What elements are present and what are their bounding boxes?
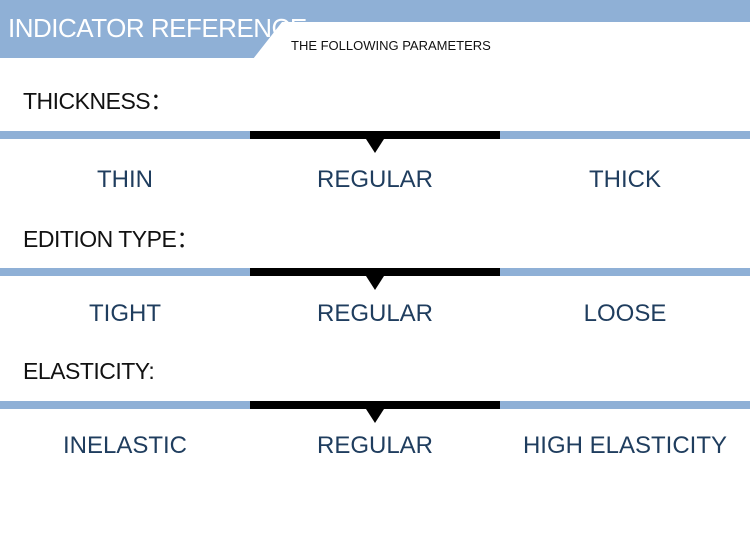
edition-type-bar-segment-selected	[250, 268, 500, 276]
elasticity-bar-segment-selected	[250, 401, 500, 409]
elasticity-indicator-bar	[0, 401, 750, 423]
thickness-label: THICKNESS：	[23, 88, 173, 114]
thickness-bar-segment-right	[500, 131, 750, 139]
thickness-option-regular: REGULAR	[316, 166, 434, 193]
thickness-bar-segment-left	[0, 131, 250, 139]
elasticity-option-high-elasticity: HIGH ELASTICITY	[522, 432, 728, 459]
page-subtitle: THE FOLLOWING PARAMETERS	[291, 38, 491, 53]
thickness-bar-segment-selected	[250, 131, 500, 139]
thickness-indicator-bar	[0, 131, 750, 153]
edition-type-option-tight: TIGHT	[89, 300, 161, 327]
header-tab	[0, 0, 282, 58]
thickness-option-thin: THIN	[97, 166, 153, 193]
edition-type-option-loose: LOOSE	[583, 300, 667, 327]
page-title: INDICATOR REFERENCE	[8, 13, 307, 43]
edition-type-indicator-bar	[0, 268, 750, 290]
elasticity-bar-segment-left	[0, 401, 250, 409]
edition-type-bar-segment-right	[500, 268, 750, 276]
thickness-option-thick: THICK	[589, 166, 661, 193]
edition-type-label: EDITION TYPE：	[23, 226, 199, 252]
elasticity-pointer-icon	[366, 409, 384, 423]
elasticity-option-regular: REGULAR	[316, 432, 434, 459]
elasticity-option-inelastic: INELASTIC	[62, 432, 188, 459]
edition-type-bar-segment-left	[0, 268, 250, 276]
edition-type-option-regular: REGULAR	[316, 300, 434, 327]
elasticity-label: ELASTICITY:	[23, 358, 155, 384]
edition-type-pointer-icon	[366, 276, 384, 290]
elasticity-bar-segment-right	[500, 401, 750, 409]
thickness-pointer-icon	[366, 139, 384, 153]
